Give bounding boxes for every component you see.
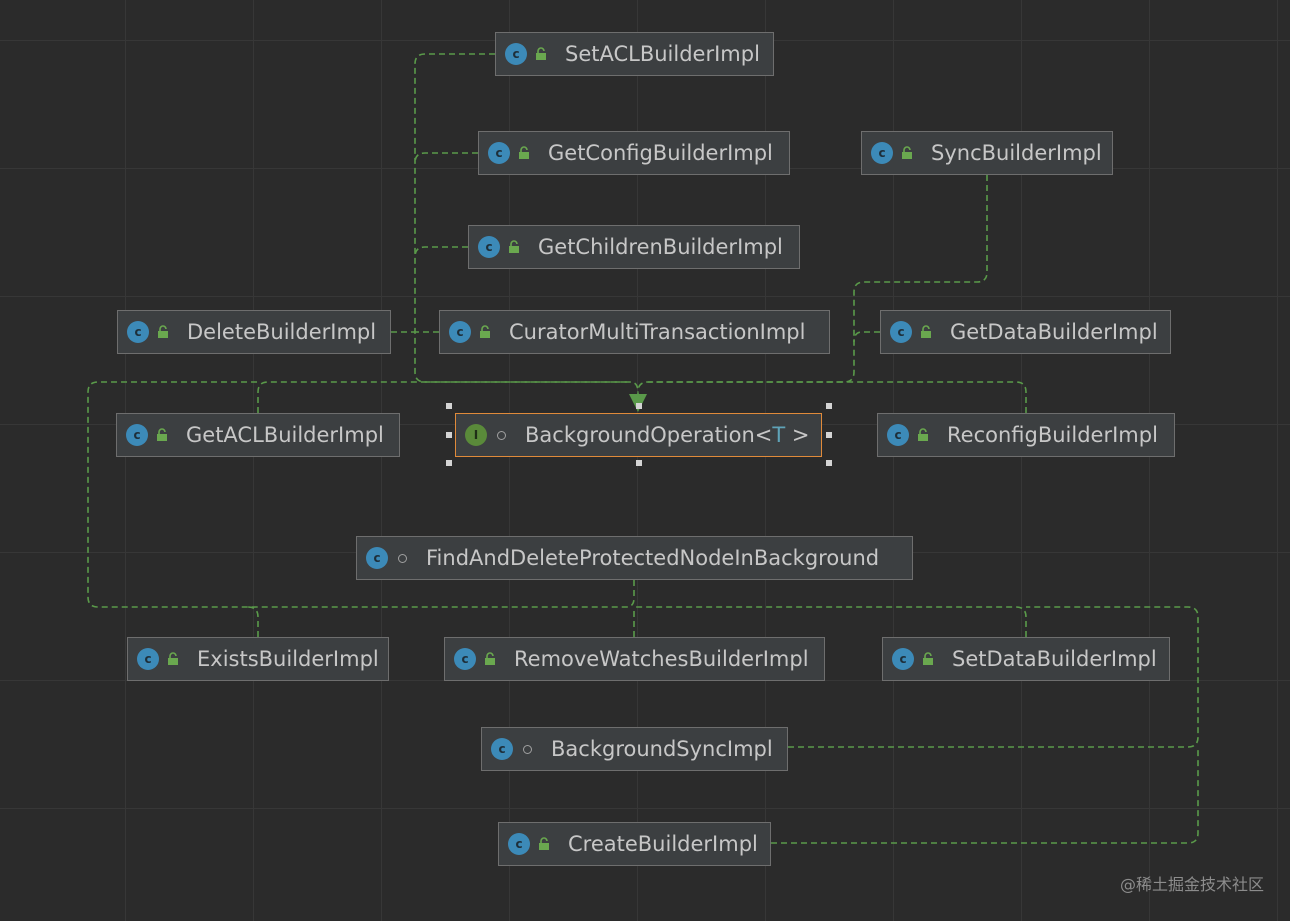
class-icon: c: [449, 321, 471, 343]
node-set-data-builder-impl[interactable]: c SetDataBuilderImpl: [882, 637, 1170, 681]
node-label: BackgroundSyncImpl: [551, 737, 773, 761]
public-visibility-icon: [539, 837, 549, 850]
edge-get-data: [853, 331, 880, 343]
node-background-operation[interactable]: I BackgroundOperation<T >: [455, 413, 822, 457]
selection-handle[interactable]: [636, 460, 642, 466]
public-visibility-icon: [158, 325, 168, 338]
class-icon: c: [871, 142, 893, 164]
selection-handle[interactable]: [826, 460, 832, 466]
public-visibility-icon: [509, 240, 519, 253]
edge-set-data: [634, 606, 1027, 637]
package-visibility-icon: [398, 553, 407, 563]
class-icon: c: [126, 424, 148, 446]
node-label: RemoveWatchesBuilderImpl: [514, 647, 809, 671]
edge-find-delete: [87, 381, 635, 608]
node-create-builder-impl[interactable]: c CreateBuilderImpl: [498, 822, 771, 866]
class-icon: c: [890, 321, 912, 343]
public-visibility-icon: [485, 652, 495, 665]
node-label: ReconfigBuilderImpl: [947, 423, 1158, 447]
edge-create: [771, 747, 1199, 844]
node-remove-watches-builder-impl[interactable]: c RemoveWatchesBuilderImpl: [444, 637, 825, 681]
node-label: GetDataBuilderImpl: [950, 320, 1158, 344]
public-visibility-icon: [536, 47, 546, 60]
node-label: SyncBuilderImpl: [931, 141, 1102, 165]
node-exists-builder-impl[interactable]: c ExistsBuilderImpl: [127, 637, 389, 681]
class-icon: c: [505, 43, 527, 65]
node-label: SetDataBuilderImpl: [952, 647, 1157, 671]
selection-handle[interactable]: [636, 403, 642, 409]
node-label: CuratorMultiTransactionImpl: [509, 320, 806, 344]
class-icon: c: [887, 424, 909, 446]
public-visibility-icon: [923, 652, 933, 665]
class-icon: c: [137, 648, 159, 670]
selection-handle[interactable]: [446, 403, 452, 409]
edge-sync: [637, 175, 988, 393]
public-visibility-icon: [918, 428, 928, 441]
node-label: DeleteBuilderImpl: [187, 320, 377, 344]
package-visibility-icon: [497, 430, 506, 440]
class-icon: c: [454, 648, 476, 670]
node-get-config-builder-impl[interactable]: c GetConfigBuilderImpl: [478, 131, 790, 175]
node-sync-builder-impl[interactable]: c SyncBuilderImpl: [861, 131, 1113, 175]
node-label: BackgroundOperation<T >: [525, 423, 810, 447]
node-find-and-delete-protected-node-in-background[interactable]: c FindAndDeleteProtectedNodeInBackground: [356, 536, 913, 580]
node-set-aclbuilder-impl[interactable]: c SetACLBuilderImpl: [495, 32, 774, 76]
node-label: FindAndDeleteProtectedNodeInBackground: [426, 546, 880, 570]
node-get-data-builder-impl[interactable]: c GetDataBuilderImpl: [880, 310, 1171, 354]
node-label: CreateBuilderImpl: [568, 832, 758, 856]
class-icon: c: [478, 236, 500, 258]
class-icon: c: [366, 547, 388, 569]
class-icon: c: [488, 142, 510, 164]
public-visibility-icon: [921, 325, 931, 338]
class-icon: c: [508, 833, 530, 855]
node-reconfig-builder-impl[interactable]: c ReconfigBuilderImpl: [877, 413, 1175, 457]
selection-handle[interactable]: [446, 460, 452, 466]
edge-get-acl: [257, 381, 630, 413]
public-visibility-icon: [480, 325, 490, 338]
node-label: ExistsBuilderImpl: [197, 647, 379, 671]
public-visibility-icon: [902, 146, 912, 159]
node-get-aclbuilder-impl[interactable]: c GetACLBuilderImpl: [116, 413, 400, 457]
public-visibility-icon: [168, 652, 178, 665]
edge-background-sync: [788, 606, 1199, 748]
class-icon: c: [127, 321, 149, 343]
edge-get-children: [414, 246, 468, 258]
class-icon: c: [491, 738, 513, 760]
selection-handle[interactable]: [826, 403, 832, 409]
node-label: GetACLBuilderImpl: [186, 423, 384, 447]
public-visibility-icon: [157, 428, 167, 441]
node-label: GetConfigBuilderImpl: [548, 141, 773, 165]
selection-handle[interactable]: [446, 432, 452, 438]
edge-get-config: [414, 152, 478, 164]
package-visibility-icon: [523, 744, 532, 754]
node-delete-builder-impl[interactable]: c DeleteBuilderImpl: [117, 310, 391, 354]
edge-reconfig: [648, 381, 1027, 413]
node-label: SetACLBuilderImpl: [565, 42, 760, 66]
node-label: GetChildrenBuilderImpl: [538, 235, 783, 259]
node-get-children-builder-impl[interactable]: c GetChildrenBuilderImpl: [468, 225, 800, 269]
watermark: @稀土掘金技术社区: [1119, 875, 1264, 894]
class-icon: c: [892, 648, 914, 670]
public-visibility-icon: [519, 146, 529, 159]
edge-exists: [247, 606, 259, 637]
edge-set-acl: [414, 53, 639, 402]
interface-icon: I: [465, 424, 487, 446]
node-background-sync-impl[interactable]: c BackgroundSyncImpl: [481, 727, 788, 771]
node-curator-multi-transaction-impl[interactable]: c CuratorMultiTransactionImpl: [439, 310, 830, 354]
selection-handle[interactable]: [826, 432, 832, 438]
